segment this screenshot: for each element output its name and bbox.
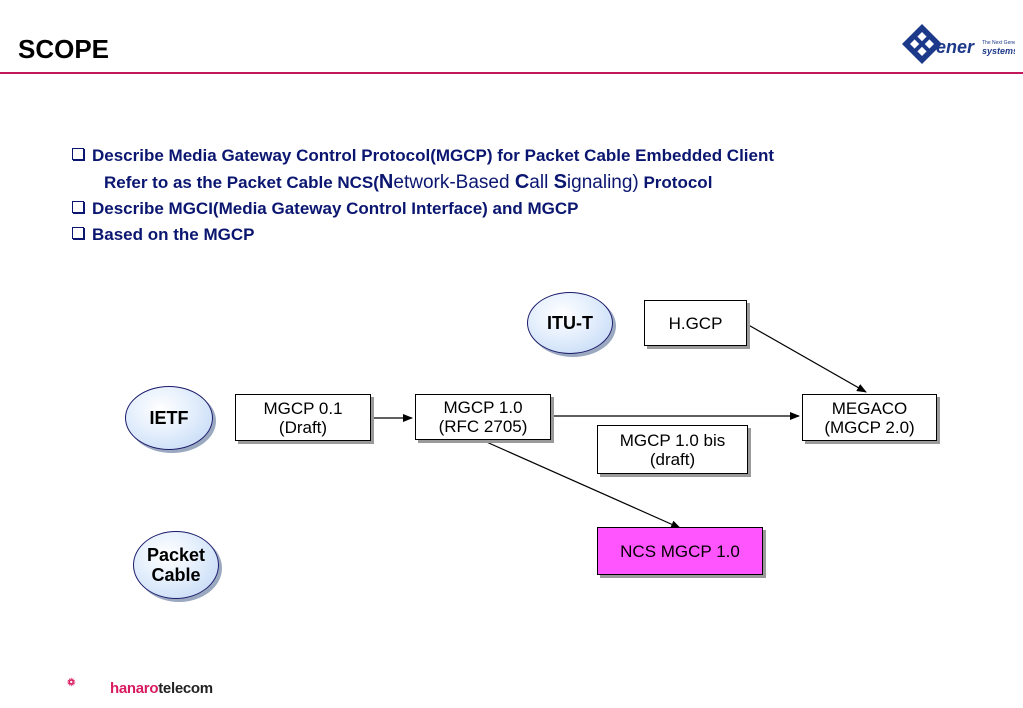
box-ncs-mgcp-1-0: NCS MGCP 1.0 bbox=[597, 527, 763, 575]
bullet-list: Describe Media Gateway Control Protocol(… bbox=[72, 143, 992, 248]
box-mgcp-0-1: MGCP 0.1 (Draft) bbox=[235, 394, 371, 441]
arrow-mgcp10-to-ncs bbox=[481, 439, 681, 529]
hanaro-logo bbox=[66, 677, 76, 687]
xener-logo: ener The Next Generation systems bbox=[902, 24, 1015, 64]
bullet-item: Describe MGCI(Media Gateway Control Inte… bbox=[72, 196, 992, 222]
checkbox-bullet-icon bbox=[72, 201, 84, 213]
box-mgcp-0-1-label-1: MGCP 0.1 bbox=[263, 398, 343, 418]
box-megaco: MEGACO (MGCP 2.0) bbox=[802, 394, 937, 441]
slide-title: SCOPE bbox=[18, 34, 110, 64]
box-hgcp-label: H.GCP bbox=[668, 313, 723, 333]
bullet-text: Describe MGCI(Media Gateway Control Inte… bbox=[92, 199, 579, 218]
sub-text-network: etwork-Based bbox=[393, 172, 515, 193]
box-mgcp-0-1-label-2: (Draft) bbox=[278, 417, 328, 437]
arrow-hgcp-to-megaco bbox=[744, 322, 867, 393]
bullet-item: Describe Media Gateway Control Protocol(… bbox=[72, 143, 992, 169]
box-mgcp-1-0-label-2: (RFC 2705) bbox=[438, 417, 528, 436]
box-mgcp-1-0-label-1: MGCP 1.0 bbox=[443, 398, 523, 417]
box-ncs-label: NCS MGCP 1.0 bbox=[620, 541, 740, 561]
org-packet-cable-label-2: Cable bbox=[151, 565, 201, 585]
checkbox-bullet-icon bbox=[72, 227, 84, 239]
bullet-subitem: Refer to as the Packet Cable NCS(Network… bbox=[72, 169, 992, 196]
svg-text:The Next Generation: The Next Generation bbox=[982, 40, 1015, 46]
sub-text-signaling: ignaling) bbox=[566, 172, 639, 193]
org-itu-t-label: ITU-T bbox=[547, 313, 593, 333]
bullet-item: Based on the MGCP bbox=[72, 222, 992, 248]
sub-text-c: C bbox=[514, 171, 530, 193]
box-megaco-label-2: (MGCP 2.0) bbox=[824, 417, 915, 437]
org-packet-cable: Packet Cable bbox=[133, 531, 219, 599]
org-ietf-label: IETF bbox=[149, 408, 189, 428]
box-hgcp: H.GCP bbox=[644, 300, 747, 346]
sub-text-prefix: Refer to as the Packet Cable NCS( bbox=[104, 173, 379, 192]
svg-text:systems: systems bbox=[982, 46, 1015, 56]
svg-text:ener: ener bbox=[936, 37, 975, 57]
sub-text-suffix: Protocol bbox=[638, 173, 713, 192]
bullet-text: Based on the MGCP bbox=[92, 225, 255, 244]
sub-text-n: N bbox=[378, 171, 394, 193]
box-mgcp-1-0-bis: MGCP 1.0 bis (draft) bbox=[597, 425, 748, 474]
org-ietf: IETF bbox=[125, 386, 213, 450]
hanaro-logo-text: hanarotelecom bbox=[110, 680, 213, 697]
bullet-text: Describe Media Gateway Control Protocol(… bbox=[92, 146, 775, 165]
box-mgcp-1-0: MGCP 1.0 (RFC 2705) bbox=[415, 394, 551, 440]
box-mgcp-1-0-bis-label-1: MGCP 1.0 bis bbox=[619, 430, 726, 450]
sub-text-call: all bbox=[529, 172, 554, 193]
org-packet-cable-label-1: Packet bbox=[146, 545, 206, 565]
org-itu-t: ITU-T bbox=[527, 292, 613, 354]
checkbox-bullet-icon bbox=[72, 148, 84, 160]
title-rule bbox=[0, 72, 1023, 74]
box-mgcp-1-0-bis-label-2: (draft) bbox=[649, 449, 696, 469]
sub-text-s: S bbox=[553, 171, 567, 193]
box-megaco-label-1: MEGACO bbox=[831, 398, 908, 418]
